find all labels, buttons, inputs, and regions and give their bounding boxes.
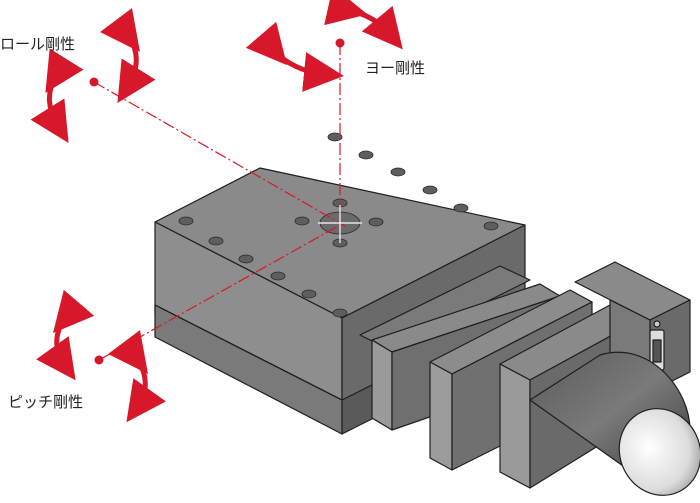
mounting-hole	[358, 150, 374, 160]
mounting-hole	[483, 221, 499, 231]
mounting-hole	[327, 132, 343, 142]
pitch-stiffness-label: ピッチ剛性	[8, 393, 84, 411]
motor	[528, 351, 700, 496]
mounting-hole	[294, 216, 310, 226]
motor-end-cap	[618, 408, 700, 496]
mounting-hole	[238, 254, 254, 264]
roll-stiffness-label: ロール剛性	[0, 35, 76, 53]
axis-pivot-dot-icon	[94, 355, 104, 365]
mounting-holes	[178, 132, 499, 318]
rotation-arrow-icon	[324, 0, 403, 50]
rotation-arrow-icon	[36, 289, 95, 381]
axis-pivot-dot-icon	[335, 38, 345, 48]
mounting-hole	[422, 185, 438, 195]
rotation-arrow-icon	[100, 8, 156, 103]
mounting-hole	[332, 308, 348, 318]
center-crosshair	[318, 205, 362, 243]
mounting-hole	[453, 203, 469, 213]
mounting-hole	[368, 217, 384, 227]
mounting-hole	[208, 236, 224, 246]
axis-pivot-dot-icon	[89, 77, 99, 87]
rotation-arrow-icon	[30, 48, 84, 143]
mounting-hole	[301, 289, 317, 299]
roll-axis-line	[93, 81, 346, 227]
rotation-arrows	[30, 0, 403, 423]
mounting-hole	[270, 271, 286, 281]
rotation-arrow-icon	[245, 21, 344, 92]
mounting-hole	[390, 167, 406, 177]
rotation-arrow-icon	[108, 330, 166, 423]
mounting-hole	[178, 216, 194, 226]
yaw-stiffness-label: ヨー剛性	[365, 59, 426, 77]
